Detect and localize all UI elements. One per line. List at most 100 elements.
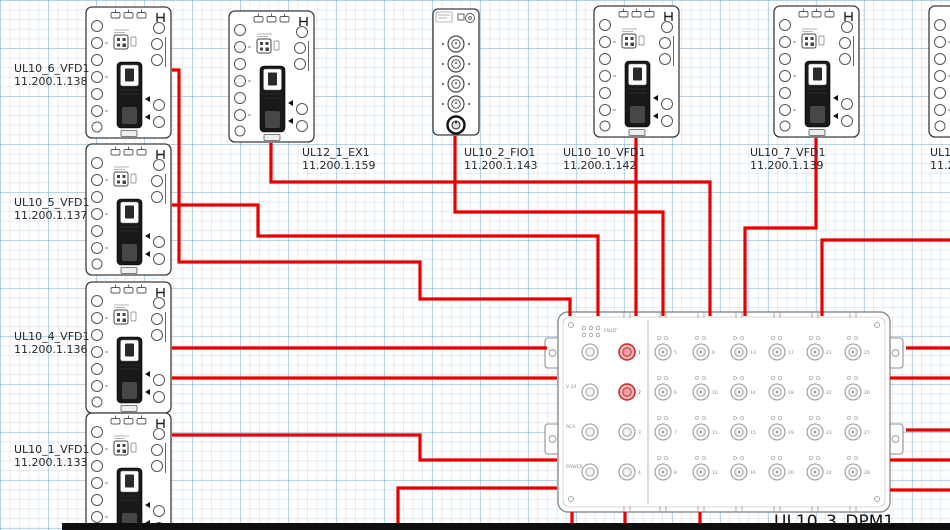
dpm-port-number: 3 bbox=[638, 430, 641, 436]
device-ul10-partial[interactable] bbox=[928, 5, 950, 138]
dpm-port-pin bbox=[775, 350, 779, 354]
dpm-port-led bbox=[853, 376, 858, 381]
dpm-port-led bbox=[694, 335, 699, 340]
device-name: UL10_5_VFD1 bbox=[14, 196, 90, 209]
dpm-port-pin bbox=[813, 430, 817, 434]
wire-right-module[interactable] bbox=[820, 238, 950, 316]
wire-ul12-1-ex1[interactable] bbox=[269, 143, 712, 316]
dpm-port-led bbox=[739, 455, 744, 460]
dpm-port-led bbox=[808, 455, 813, 460]
dpm-port-number: 4 bbox=[638, 470, 641, 476]
dpm-port-led bbox=[853, 335, 858, 340]
dpm-port-led bbox=[815, 455, 820, 460]
device-name: UL10 bbox=[930, 146, 950, 159]
wire-ul10-7-vfd1[interactable] bbox=[743, 138, 818, 316]
device-ul10-4-vfd1[interactable] bbox=[85, 281, 172, 414]
dpm-port-pin bbox=[851, 470, 855, 474]
device-ul12-1-ex1[interactable] bbox=[228, 10, 315, 143]
dpm-port-inner bbox=[622, 427, 632, 437]
device-label-ul10-6-vfd1: UL10_6_VFD1 11.200.1.138 bbox=[14, 62, 90, 88]
dpm-port-pin bbox=[775, 390, 779, 394]
device-ip: 11.200.1.142 bbox=[563, 159, 637, 172]
window-edge-bar bbox=[62, 523, 950, 530]
dpm-port-pin bbox=[661, 390, 665, 394]
device-ul10-7-vfd1[interactable] bbox=[773, 5, 860, 138]
dpm-port-led bbox=[777, 376, 782, 381]
dpm-port-number: 6 bbox=[674, 390, 677, 396]
dpm-port-pin bbox=[661, 350, 665, 354]
device-ip: 11.200.1.137 bbox=[14, 209, 88, 222]
dpm-body bbox=[557, 311, 891, 513]
dpm-port-number: 18 bbox=[788, 390, 794, 396]
device-ip: 11.200.1.143 bbox=[464, 159, 538, 172]
dpm-port-led bbox=[664, 335, 669, 340]
dpm-port-led bbox=[657, 376, 662, 381]
device-ul10-2-fio1[interactable] bbox=[432, 8, 480, 136]
device-name: UL10_4_VFD1 bbox=[14, 330, 90, 343]
device-ip: 11.200.1.159 bbox=[302, 159, 376, 172]
edge-ticks bbox=[623, 312, 857, 512]
device-ul10-5-vfd1[interactable] bbox=[85, 143, 172, 276]
dpm-port-inner bbox=[622, 347, 632, 357]
device-name: UL10_7_VFD1 bbox=[750, 146, 826, 159]
wire-ul10-2-fio1[interactable] bbox=[453, 136, 665, 316]
device-ip: 11.200.1.138 bbox=[14, 75, 88, 88]
device-label-ul10-10-vfd1: UL10_10_VFD1 11.200.1.142 bbox=[563, 146, 646, 172]
dpm-port-pin bbox=[699, 350, 703, 354]
dpm-port-pin bbox=[813, 470, 817, 474]
dpm-port-led bbox=[694, 376, 699, 381]
dpm-port-number: 17 bbox=[788, 350, 794, 356]
dpm-port-number: 28 bbox=[864, 470, 870, 476]
dpm-port-number: 21 bbox=[826, 350, 832, 356]
dpm-port-number: 16 bbox=[750, 470, 756, 476]
device-ul10-1-vfd1[interactable] bbox=[85, 412, 172, 530]
dpm-port-number: 25 bbox=[864, 350, 870, 356]
dpm-port-led bbox=[739, 376, 744, 381]
dpm-port-pin bbox=[737, 470, 741, 474]
dpm-port-led bbox=[770, 416, 775, 421]
device-ip: 11.200.1.139 bbox=[750, 159, 824, 172]
dpm-port-led bbox=[853, 416, 858, 421]
wire-ul10-5-vfd1[interactable] bbox=[172, 203, 600, 316]
dpm-port-pin bbox=[813, 350, 817, 354]
device-label-ul10-2-fio1: UL10_2_FIO1 11.200.1.143 bbox=[464, 146, 537, 172]
device-name: UL10_6_VFD1 bbox=[14, 62, 90, 75]
dpm-port-inner bbox=[622, 467, 632, 477]
device-label-ul10-7-vfd1: UL10_7_VFD1 11.200.1.139 bbox=[750, 146, 826, 172]
dpm-port-led bbox=[846, 416, 851, 421]
device-ip: 11.200.1.133 bbox=[14, 456, 88, 469]
device-ul10-10-vfd1[interactable] bbox=[593, 5, 680, 138]
dpm-port-led bbox=[846, 335, 851, 340]
dpm-port-number: 19 bbox=[788, 430, 794, 436]
wire-bottom-feed[interactable] bbox=[396, 486, 557, 530]
dpm-port-number: 23 bbox=[826, 430, 832, 436]
dpm-port-number: 12 bbox=[712, 470, 718, 476]
wires-layer bbox=[172, 68, 950, 530]
dpm-port-led bbox=[777, 416, 782, 421]
dpm-aux-port-inner bbox=[585, 427, 595, 437]
dpm-port-led bbox=[694, 455, 699, 460]
dpm-port-number: 8 bbox=[674, 470, 677, 476]
dpm-port-led bbox=[701, 416, 706, 421]
dpm-port-number: 26 bbox=[864, 390, 870, 396]
dpm-port-led bbox=[657, 416, 662, 421]
dpm-v24-label: V 24 bbox=[566, 384, 576, 390]
dpm-port-led bbox=[853, 455, 858, 460]
device-label-ul10-1-vfd1: UL10_1_VFD1 11.200.1.133 bbox=[14, 443, 90, 469]
dpm-port-led bbox=[808, 335, 813, 340]
dpm-port-led bbox=[846, 455, 851, 460]
dpm-port-pin bbox=[813, 390, 817, 394]
wire-ul10-6-vfd1[interactable] bbox=[172, 68, 572, 316]
wire-ul10-1-vfd1[interactable] bbox=[172, 433, 557, 462]
dpm-port-pin bbox=[699, 430, 703, 434]
device-ul10-6-vfd1[interactable] bbox=[85, 6, 172, 139]
dpm-port-number: 20 bbox=[788, 470, 794, 476]
dpm-port-led bbox=[664, 376, 669, 381]
dpm-port-number: 7 bbox=[674, 430, 677, 436]
dpm-port-led bbox=[815, 376, 820, 381]
dpm-aux-port-inner bbox=[585, 387, 595, 397]
dpm-port-number: 5 bbox=[674, 350, 677, 356]
